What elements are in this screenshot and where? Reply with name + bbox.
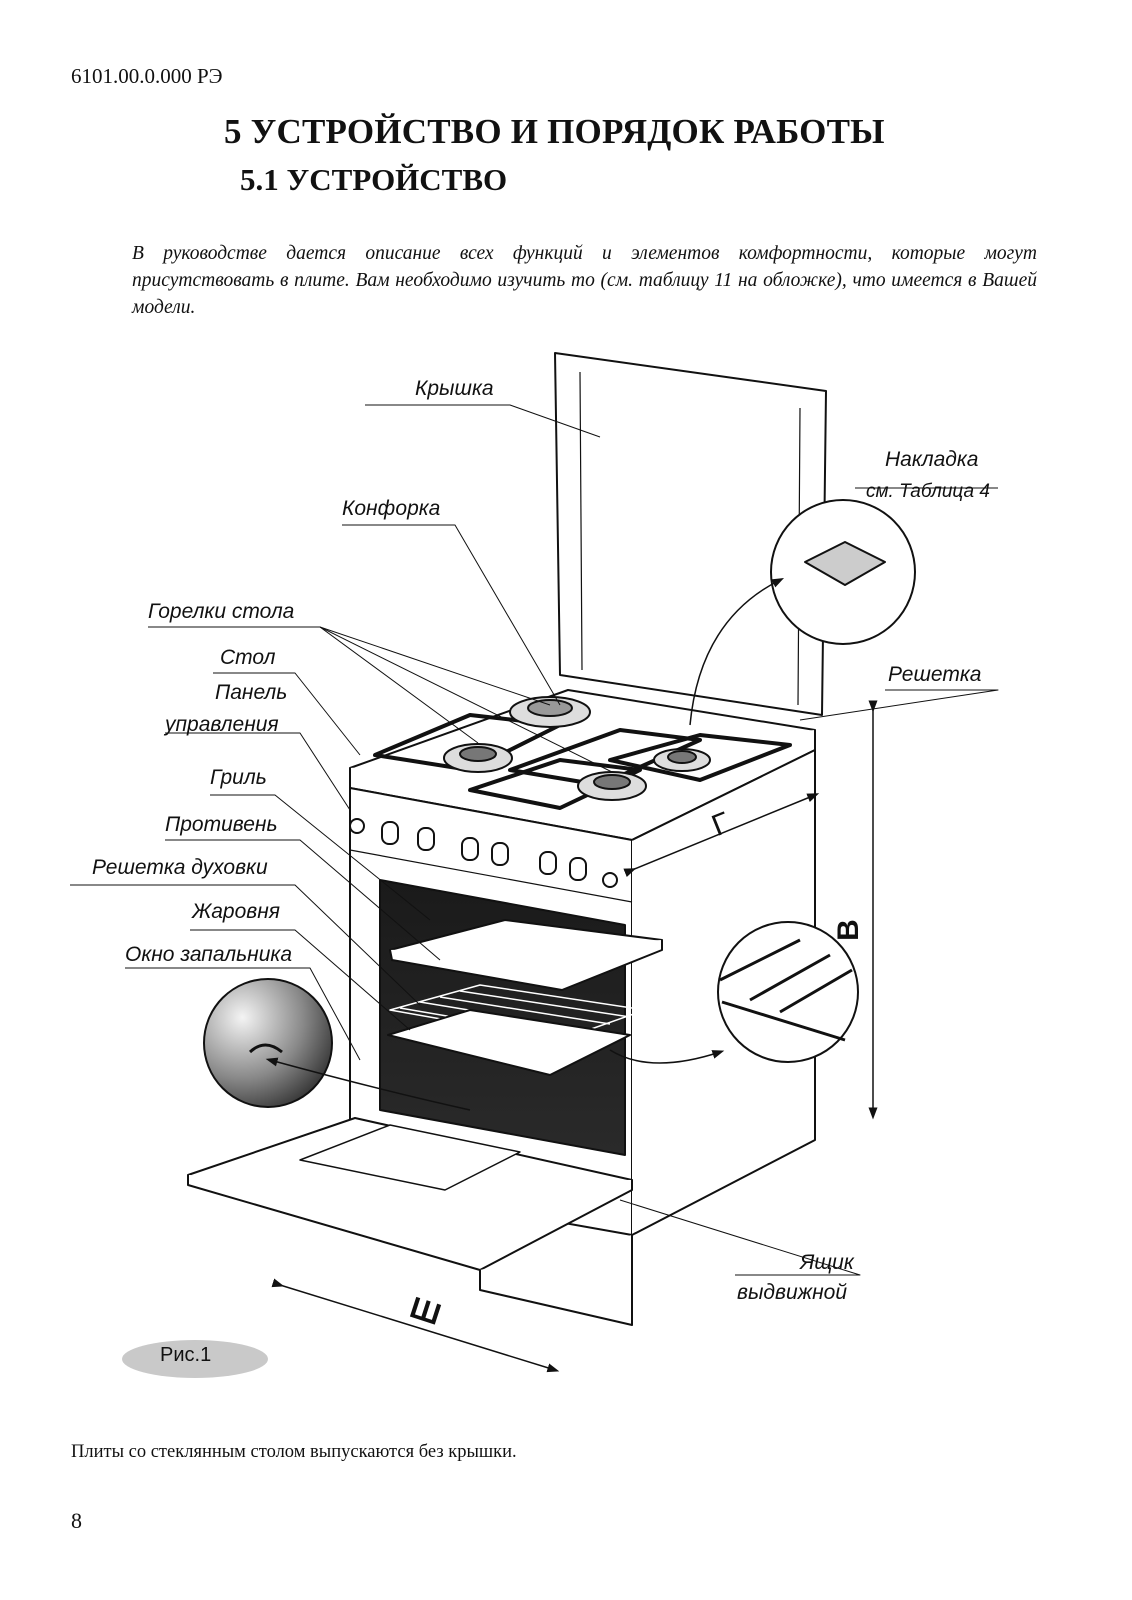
label-grate: Решетка (888, 663, 982, 686)
page-number: 8 (71, 1508, 82, 1533)
label-cover: Накладка (885, 448, 979, 471)
rack-callout-arrow (609, 1049, 725, 1064)
stove-diagram (70, 352, 999, 1378)
section-title: 5 УСТРОЙСТВО И ПОРЯДОК РАБОТЫ (224, 112, 885, 151)
label-roasting-pan: Жаровня (192, 900, 281, 923)
label-igniter-window: Окно запальника (125, 943, 293, 966)
baking-tray-shape (389, 919, 663, 991)
caption-oval (122, 1340, 268, 1378)
cover-callout-arrow (689, 577, 785, 726)
oven-door-shape (187, 1117, 633, 1271)
rack-detail-circle (717, 921, 859, 1063)
igniter-detail-circle (203, 978, 333, 1108)
label-drawer-2: выдвижной (737, 1281, 848, 1304)
cover-detail-circle (770, 499, 916, 645)
roasting-pan-shape (387, 1009, 631, 1076)
label-grill: Гриль (210, 766, 267, 789)
leader-lines (70, 404, 999, 1276)
document-number: 6101.00.0.000 РЭ (71, 64, 223, 88)
figure-caption: Рис.1 (160, 1344, 212, 1366)
label-oven-rack: Решетка духовки (92, 856, 268, 879)
section-subtitle: 5.1 УСТРОЙСТВО (240, 162, 508, 197)
label-baking-tray: Противень (165, 813, 278, 836)
intro-paragraph: В руководстве дается описание всех функц… (132, 243, 1037, 318)
footnote: Плиты со стеклянным столом выпускаются б… (71, 1442, 517, 1462)
label-table: Стол (220, 646, 276, 669)
label-hotplate: Конфорка (342, 497, 441, 520)
igniter-callout-arrow (265, 1057, 471, 1111)
burners-shape (443, 696, 711, 801)
label-panel-1: Панель (215, 681, 288, 704)
label-panel-2: управления (165, 713, 279, 736)
label-burners: Горелки стола (148, 600, 295, 623)
control-knobs-shape (349, 818, 618, 888)
label-cover-ref: см. Таблица 4 (866, 481, 990, 502)
dimension-lines (271, 700, 878, 1373)
label-dim-height: В (831, 919, 865, 941)
label-lid: Крышка (415, 377, 494, 400)
lid-shape (554, 352, 827, 716)
label-drawer-1: Ящик (800, 1251, 854, 1274)
